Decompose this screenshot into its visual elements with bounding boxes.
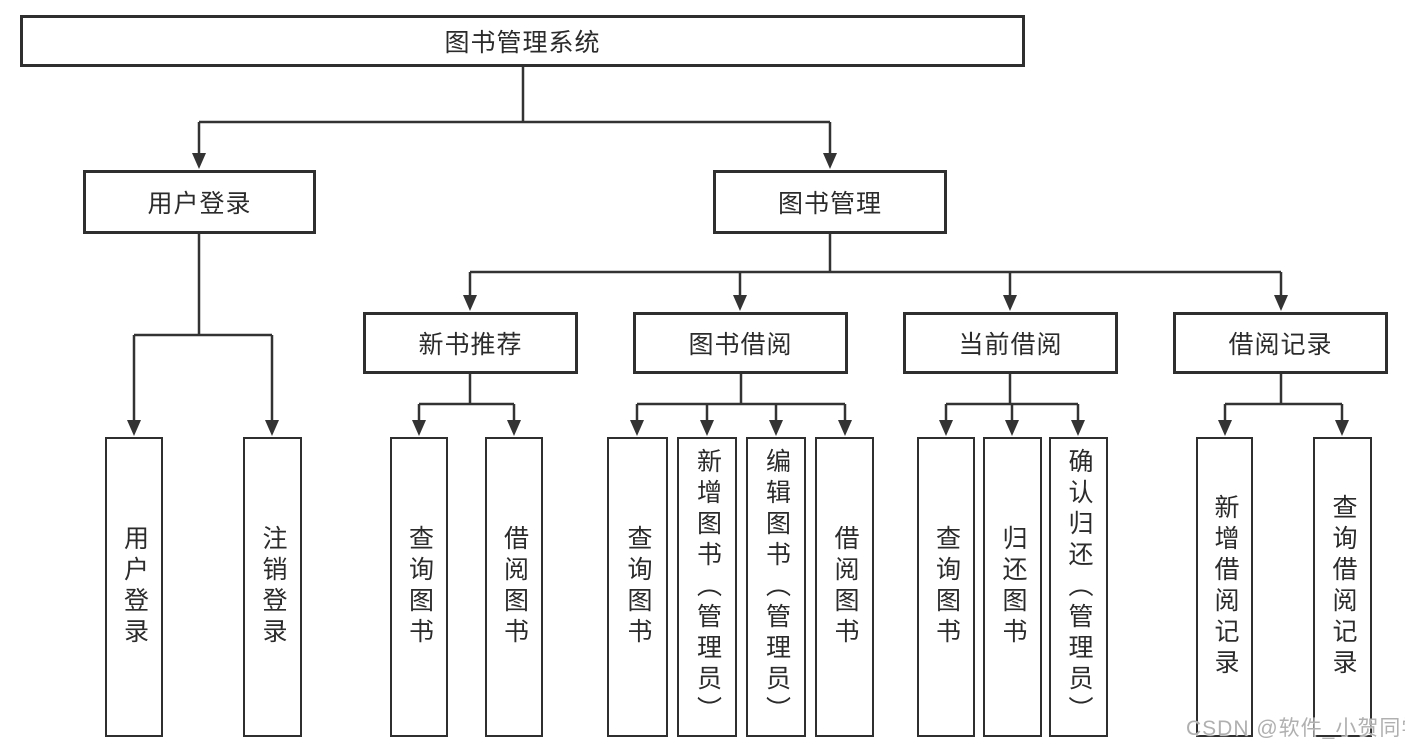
node-label: 新增借阅记录 — [1211, 494, 1239, 680]
node-label: 新增图书（管理员） — [693, 447, 722, 727]
node-label: 编辑图书（管理员） — [762, 447, 791, 727]
node-library-management-system: 图书管理系统 — [20, 15, 1025, 67]
leaf-borrow-books-recommend: 借阅图书 — [485, 437, 543, 737]
leaf-confirm-return-admin: 确认归还（管理员） — [1049, 437, 1108, 737]
node-label: 新书推荐 — [418, 331, 523, 359]
node-label: 查询图书 — [932, 525, 961, 649]
leaf-query-books-borrowing: 查询图书 — [607, 437, 668, 737]
node-new-book-recommend: 新书推荐 — [363, 312, 578, 374]
leaf-query-books-current: 查询图书 — [917, 437, 975, 737]
node-book-management: 图书管理 — [713, 170, 947, 234]
leaf-query-books-recommend: 查询图书 — [390, 437, 448, 737]
node-label: 用户登录 — [147, 190, 252, 218]
leaf-logout: 注销登录 — [243, 437, 302, 737]
leaf-add-book-admin: 新增图书（管理员） — [677, 437, 737, 737]
leaf-add-borrow-record: 新增借阅记录 — [1196, 437, 1253, 737]
node-label: 当前借阅 — [958, 331, 1063, 359]
node-label: 注销登录 — [259, 525, 287, 649]
node-label: 查询借阅记录 — [1329, 494, 1357, 680]
leaf-query-borrow-record: 查询借阅记录 — [1313, 437, 1372, 737]
node-user-login: 用户登录 — [83, 170, 316, 234]
node-label: 借阅记录 — [1228, 331, 1333, 359]
node-label: 确认归还（管理员） — [1065, 447, 1093, 727]
node-label: 图书借阅 — [688, 331, 793, 359]
leaf-user-login: 用户登录 — [105, 437, 163, 737]
node-current-borrowing: 当前借阅 — [903, 312, 1118, 374]
node-label: 图书管理 — [777, 190, 882, 218]
node-label: 借阅图书 — [831, 525, 859, 649]
leaf-borrow-books-borrowing: 借阅图书 — [815, 437, 874, 737]
node-label: 归还图书 — [999, 525, 1027, 649]
node-label: 图书管理系统 — [444, 29, 601, 57]
leaf-edit-book-admin: 编辑图书（管理员） — [746, 437, 806, 737]
leaf-return-books: 归还图书 — [983, 437, 1042, 737]
node-label: 查询图书 — [405, 525, 434, 649]
node-label: 查询图书 — [624, 525, 652, 649]
watermark-text: CSDN @软件_小贺同学 — [1186, 717, 1405, 740]
node-book-borrowing: 图书借阅 — [633, 312, 848, 374]
node-label: 用户登录 — [120, 525, 149, 649]
node-label: 借阅图书 — [500, 525, 529, 649]
node-borrowing-records: 借阅记录 — [1173, 312, 1388, 374]
